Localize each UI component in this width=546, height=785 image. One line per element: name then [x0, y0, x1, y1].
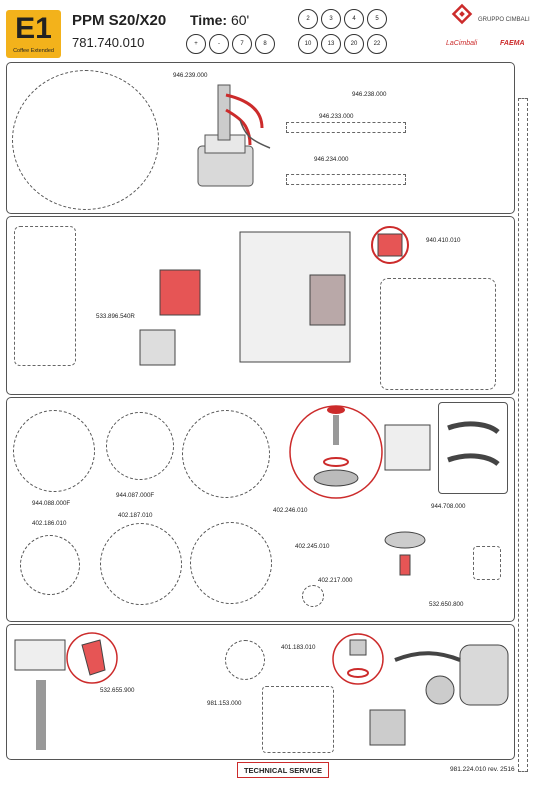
valve-outline: [473, 546, 501, 580]
section-code-subtitle: Coffee Extended: [13, 48, 54, 54]
gasket-outline: [106, 412, 174, 480]
wrench-icon: 22: [367, 34, 387, 54]
wrench-icon: 8: [255, 34, 275, 54]
part-label: 402.186.010: [31, 520, 68, 527]
seal-kit-outline: [14, 226, 76, 366]
time-estimate: Time: 60': [190, 12, 249, 28]
oring-outline: [302, 585, 324, 607]
part-label: 402.217.000: [317, 577, 354, 584]
model-title: PPM S20/X20: [72, 12, 167, 29]
gasket-outline: [100, 523, 182, 605]
part-label: 944.088.000F: [31, 500, 72, 507]
wrench-icon: 2: [298, 9, 318, 29]
part-label: 944.708.000: [430, 503, 467, 510]
brand-group: GRUPPO CIMBALI: [478, 17, 530, 23]
wrench-icon: 4: [344, 9, 364, 29]
phillips-screwdriver-icon: +: [186, 34, 206, 54]
part-label: 946.233.000: [318, 113, 355, 120]
part-label: 402.246.010: [272, 507, 309, 514]
time-label: Time:: [190, 12, 228, 28]
gasket-outline: [190, 522, 272, 604]
part-label: 946.234.000: [313, 156, 350, 163]
fan-outline: [380, 278, 496, 390]
wrench-icon: 5: [367, 9, 387, 29]
kit-part-number: 781.740.010: [72, 35, 145, 50]
flat-screwdriver-icon: -: [209, 34, 229, 54]
wrench-icon: 7: [232, 34, 252, 54]
tube-coil-outline: [12, 70, 159, 210]
part-label: 940.410.010: [425, 237, 462, 244]
gasket-outline: [182, 410, 270, 498]
section-code: E1: [15, 12, 52, 45]
part-label: 981.153.000: [206, 700, 243, 707]
wrench-icon: 13: [321, 34, 341, 54]
part-label: 946.239.000: [172, 72, 209, 79]
part-label: 944.087.000F: [115, 492, 156, 499]
seal-kit-outline: [262, 686, 334, 753]
brand-faema: FAEMA: [500, 40, 525, 47]
tube-outline-vertical: [518, 98, 528, 772]
gasket-outline: [225, 640, 265, 680]
wrench-icon: 3: [321, 9, 341, 29]
gasket-outline: [20, 535, 80, 595]
panel-motor-pump: [6, 624, 515, 760]
part-label: 946.238.000: [351, 91, 388, 98]
brand-cimbali: LaCimbali: [446, 40, 478, 47]
tube-outline-233: [286, 122, 406, 133]
technical-service-label: TECHNICAL SERVICE: [237, 762, 329, 778]
part-label: 402.187.010: [117, 512, 154, 519]
part-label: 533.896.540R: [95, 313, 136, 320]
part-label: 532.650.800: [428, 601, 465, 608]
tube-outline-234: [286, 174, 406, 185]
section-code-badge: E1 Coffee Extended: [6, 10, 61, 58]
filter-detail-box: [438, 402, 508, 494]
wrench-icon: 20: [344, 34, 364, 54]
time-value: 60': [230, 12, 250, 28]
wrench-icon: 10: [298, 34, 318, 54]
document-reference: 981.224.010 rev. 2516: [450, 766, 515, 773]
part-label: 532.655.900: [99, 687, 136, 694]
part-label: 402.245.010: [294, 543, 331, 550]
gasket-outline: [13, 410, 95, 492]
part-label: 401.183.010: [280, 644, 317, 651]
